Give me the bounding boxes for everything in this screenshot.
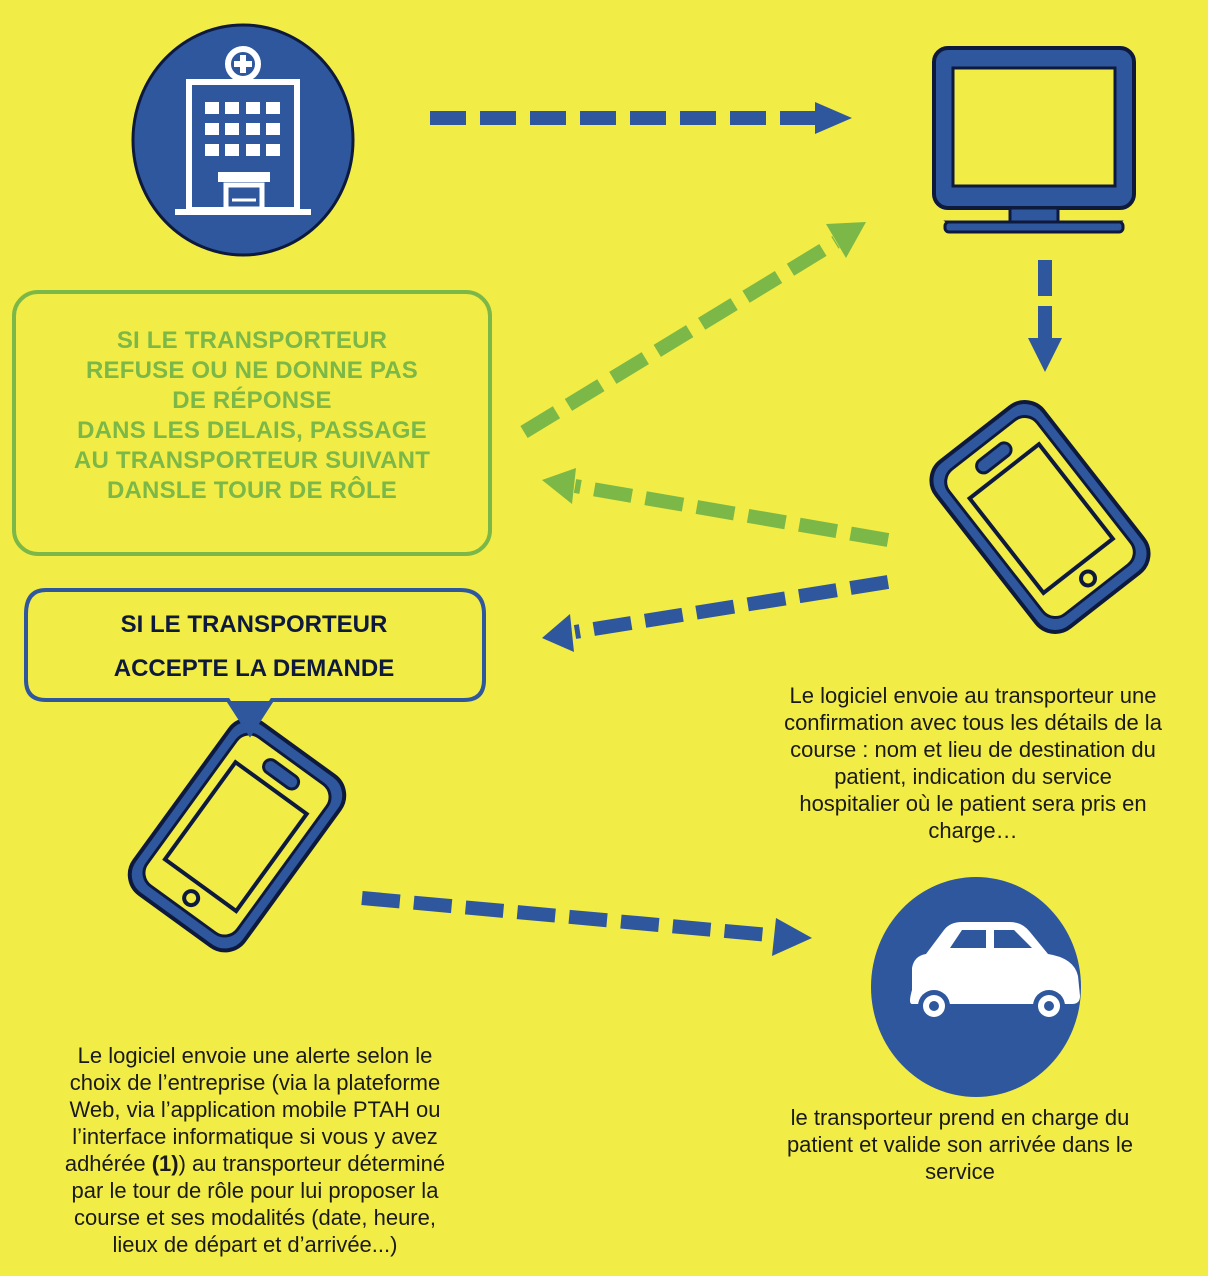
arrow-computer-to-phone: [1028, 260, 1062, 372]
arrow-phone-to-car: [361, 891, 812, 956]
arrow-refusal-to-computer: [520, 222, 866, 438]
text-line: Web, via l’application mobile PTAH ou: [69, 1097, 441, 1122]
accept-box: SI LE TRANSPORTEUR ACCEPTE LA DEMANDE: [26, 596, 482, 698]
text-line: Le logiciel envoie au transporteur une: [789, 683, 1157, 708]
alert-description: Le logiciel envoie une alerte selon le c…: [10, 1042, 500, 1258]
arrow-phone-accept: [542, 575, 890, 652]
text-line: choix de l’entreprise (via la plateforme: [69, 1070, 441, 1095]
pickup-description: le transporteur prend en charge du patie…: [740, 1104, 1180, 1185]
accept-line: ACCEPTE LA DEMANDE: [113, 655, 395, 682]
text-line: le transporteur prend en charge du: [790, 1105, 1130, 1130]
text-line: service: [925, 1159, 995, 1184]
refusal-text: SI LE TRANSPORTEUR REFUSE OU NE DONNE PA…: [74, 326, 430, 506]
arrow-hospital-to-computer: [430, 102, 852, 134]
text-line: patient, indication du service: [834, 764, 1112, 789]
text-fragment: ) au transporteur déterminé: [178, 1151, 446, 1176]
refusal-line: AU TRANSPORTEUR SUIVANT: [73, 447, 431, 474]
computer-monitor-icon: [932, 46, 1136, 234]
text-line: charge…: [928, 818, 1018, 843]
smartphone-icon: [929, 400, 1151, 634]
arrow-phone-refusal: [542, 468, 890, 547]
text-line: l’interface informatique si vous y avez: [72, 1124, 438, 1149]
refusal-line: DANSLE TOUR DE RÔLE: [106, 477, 398, 504]
callout-pointer: [230, 701, 271, 734]
text-line: patient et valide son arrivée dans le: [786, 1132, 1134, 1157]
text-line: par le tour de rôle pour lui proposer la: [71, 1178, 439, 1203]
accept-callout-frame: [24, 588, 486, 738]
text-fragment: adhérée: [64, 1151, 152, 1176]
text-line: course et ses modalités (date, heure,: [74, 1205, 436, 1230]
refusal-box: SI LE TRANSPORTEUR REFUSE OU NE DONNE PA…: [12, 290, 492, 556]
confirmation-description: Le logiciel envoie au transporteur une c…: [740, 682, 1206, 844]
accept-line: SI LE TRANSPORTEUR: [120, 611, 388, 638]
text-line: Le logiciel envoie une alerte selon le: [77, 1043, 433, 1068]
text-line: confirmation avec tous les détails de la: [784, 710, 1162, 735]
text-line: course : nom et lieu de destination du: [790, 737, 1156, 762]
refusal-line: DANS LES DELAIS, PASSAGE: [77, 417, 427, 444]
hospital-icon: [131, 23, 355, 257]
refusal-line: DE RÉPONSE: [172, 387, 332, 414]
smartphone-icon: [127, 717, 347, 953]
text-line: hospitalier où le patient sera pris en: [799, 791, 1147, 816]
text-line: adhérée (1)) au transporteur déterminé: [10, 1150, 500, 1177]
refusal-line: SI LE TRANSPORTEUR: [116, 327, 388, 354]
footnote-reference: (1): [151, 1151, 179, 1176]
car-icon: [871, 877, 1081, 1097]
refusal-line: REFUSE OU NE DONNE PAS: [85, 357, 418, 384]
text-line: lieux de départ et d’arrivée...): [112, 1232, 398, 1257]
